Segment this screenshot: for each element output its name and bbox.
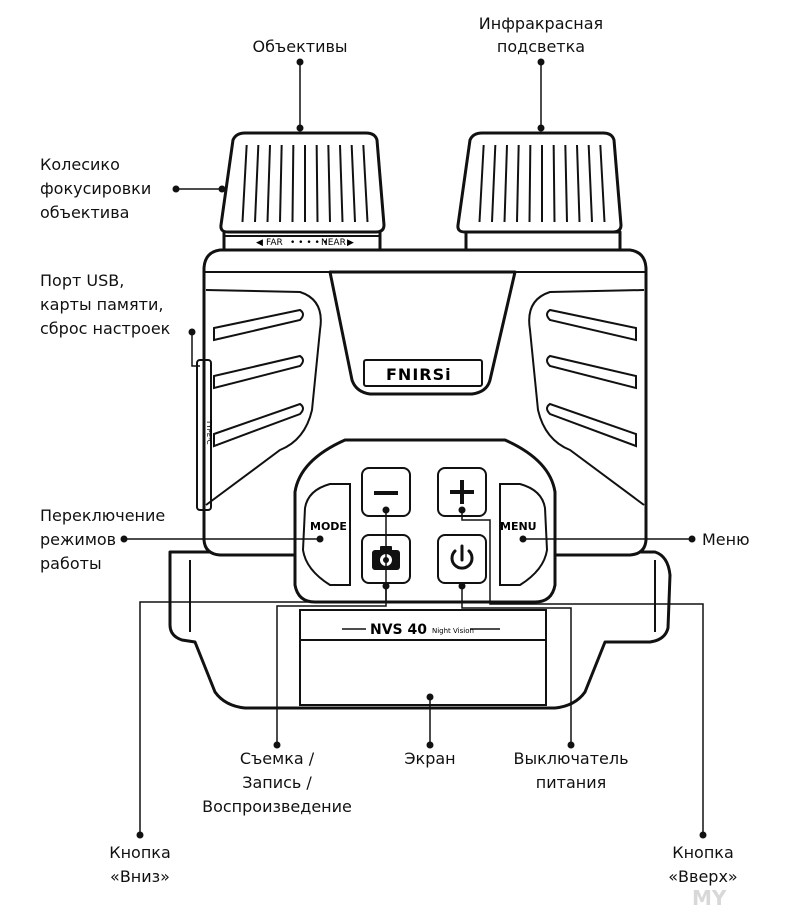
lens-rib [350,144,356,223]
lens-rib [587,144,593,223]
screen-panel [299,609,547,706]
label-shoot-line3: Воспроизведение [202,797,352,816]
label-mode-line3: работы [40,554,102,573]
lens-rib [291,144,295,223]
lens-rib [266,144,271,223]
lens-rib [339,144,344,223]
lens-rib [516,144,520,223]
lens-rib [503,144,508,223]
lens-rib [576,144,581,223]
lens-rib [528,144,532,223]
lens-rib [315,144,319,223]
label-lenses: Объективы [252,37,347,56]
lens-rib [279,144,283,223]
svg-text:MENU: MENU [500,520,537,533]
watermark: MY [692,886,727,910]
label-up-line2: «Вверх» [668,867,737,886]
label-power-line1: Выключатель [513,749,628,768]
svg-text:▶: ▶ [347,238,354,248]
label-ir-line2: подсветка [497,37,585,56]
lens-rib [241,144,248,223]
label-power-line2: питания [536,773,606,792]
lens-rib [552,144,556,223]
power-button[interactable] [437,534,487,584]
mode-button[interactable]: MODE [301,483,351,586]
label-mode-line2: режимов [40,530,116,549]
label-usb-line2: карты памяти, [40,295,163,314]
right-lens [456,131,623,252]
lens-rib [564,144,568,223]
power-icon [450,544,474,570]
label-down-line1: Кнопка [109,843,171,862]
lens-rib [478,144,485,223]
lens-rib [491,144,497,223]
label-ir-line1: Инфракрасная [479,14,603,33]
lens-rib [254,144,260,223]
lens-rib [362,144,369,223]
callout-labels: Объективы Инфракрасная подсветка Колесик… [40,14,750,886]
lens-rib [599,144,606,223]
svg-text:• • • • •: • • • • • [290,238,328,248]
label-menu: Меню [702,530,750,549]
model-subtitle: Night Vision [432,627,474,635]
usb-port-cover [196,359,212,511]
label-down-line2: «Вниз» [110,867,170,886]
lens-rib [327,144,331,223]
label-screen: Экран [404,749,455,768]
label-focus-line2: фокусировки [40,179,151,198]
model-name: NVS 40 [370,622,427,638]
focus-far-label: FAR [266,238,283,248]
label-up-line1: Кнопка [672,843,734,862]
label-usb-line3: сброс настроек [40,319,171,338]
svg-text:MODE: MODE [310,520,347,533]
label-focus-line1: Колесико [40,155,120,174]
focus-near-label: NEAR [321,238,346,248]
left-lens: ◀ FAR • • • • • NEAR ▶ [219,131,386,252]
label-shoot-line1: Съемка / [240,749,315,768]
port-label: TYPE-C [205,419,213,445]
label-usb-line1: Порт USB, [40,271,124,290]
device-illustration: NVS 40 Night Vision ◀ FAR • • • • • NEAR… [168,131,672,710]
leader-lines [120,58,707,839]
brand-logo: FNIRSi [386,365,452,384]
label-mode-line1: Переключение [40,506,165,525]
brand-plate [328,270,517,396]
svg-text:◀: ◀ [256,238,263,248]
menu-button[interactable]: MENU [499,483,549,586]
label-shoot-line2: Запись / [242,773,312,792]
label-focus-line3: объектива [40,203,129,222]
